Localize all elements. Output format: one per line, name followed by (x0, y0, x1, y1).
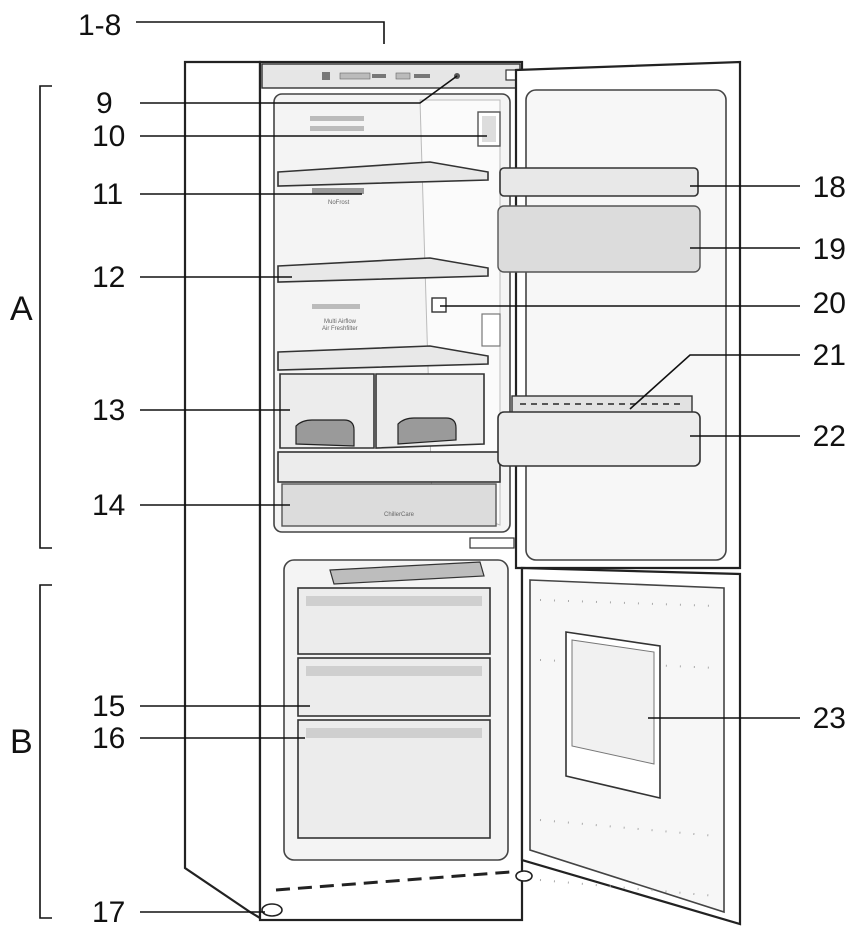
freezer-drawer-middle-handle (306, 666, 482, 676)
callout-label-10: 10 (92, 120, 125, 153)
door-switch (469, 537, 515, 549)
leader-lines (136, 21, 800, 913)
freezer-compartment (283, 559, 509, 861)
glass-shelf-upper (277, 161, 489, 187)
callout-label-23: 23 (813, 702, 846, 735)
leader-line-9 (140, 75, 458, 104)
callout-label-17: 17 (92, 896, 125, 929)
nofrost-badge (312, 188, 364, 194)
fridge-door-liner (525, 89, 727, 561)
control-indicator-right (414, 74, 430, 78)
airfresh-text: Air Freshfilter (322, 326, 358, 332)
callout-label-14: 14 (92, 489, 125, 522)
callout-label-19: 19 (813, 233, 846, 266)
airfresh-filter-slot (312, 304, 360, 309)
air-vent (310, 126, 364, 131)
adjustable-foot (261, 903, 283, 917)
freezer-drawer-bottom (297, 719, 491, 839)
fridge-door (497, 60, 742, 570)
callout-label-21: 21 (813, 339, 846, 372)
section-bracket-B (39, 584, 52, 919)
air-outlet (431, 297, 447, 313)
control-display-left (339, 72, 371, 80)
callout-label-13: 13 (92, 394, 125, 427)
callout-label-16: 16 (92, 722, 125, 755)
freezer-info-panel-window (571, 639, 655, 765)
adjustable-foot (515, 870, 533, 882)
chiller-drawer-bin (281, 483, 497, 527)
butter-compartment (499, 167, 699, 197)
section-label-B: B (10, 723, 33, 761)
door-bin-upper (497, 205, 701, 273)
base-vent-grille (275, 870, 511, 892)
callout-label-18: 18 (813, 171, 846, 204)
freezer-drawer-top-handle (306, 596, 482, 606)
callout-label-22: 22 (813, 420, 846, 453)
crisper-handle-left (295, 419, 355, 447)
crisper-handle-right (397, 417, 457, 445)
fan-cover-grille (482, 116, 496, 142)
leader-line-1-8 (136, 21, 385, 44)
callout-label-15: 15 (92, 690, 125, 723)
fridge-compartment: NoFrost Multi Airflow Air Freshfilter Ch… (273, 93, 511, 533)
leader-line-21 (629, 354, 800, 410)
control-button (322, 72, 330, 80)
freezer-drawer-bottom-handle (306, 728, 482, 738)
freezer-top-vent (329, 561, 485, 585)
air-vent (310, 116, 364, 121)
cabinet-side-panel (183, 60, 262, 920)
bottle-rack (497, 411, 701, 467)
callout-label-9: 9 (96, 87, 113, 120)
callout-label-1-8: 1-8 (78, 9, 121, 42)
chiller-drawer-front (277, 451, 501, 483)
section-label-A: A (10, 290, 33, 328)
side-vent (481, 313, 501, 347)
control-panel (261, 63, 521, 89)
glass-shelf-middle (277, 257, 489, 283)
section-bracket-A (39, 85, 52, 549)
crisper-cover-shelf (277, 345, 489, 371)
callout-label-11: 11 (92, 178, 123, 211)
control-display-right (395, 72, 411, 80)
nofrost-text: NoFrost (328, 200, 350, 206)
freezer-door (520, 566, 742, 926)
chillercare-text: ChillerCare (384, 512, 415, 518)
multiairflow-text: Multi Airflow (324, 319, 357, 325)
section-brackets: AB (10, 85, 52, 919)
callout-label-12: 12 (92, 261, 125, 294)
control-indicator-left (372, 74, 386, 78)
callout-label-20: 20 (813, 287, 846, 320)
